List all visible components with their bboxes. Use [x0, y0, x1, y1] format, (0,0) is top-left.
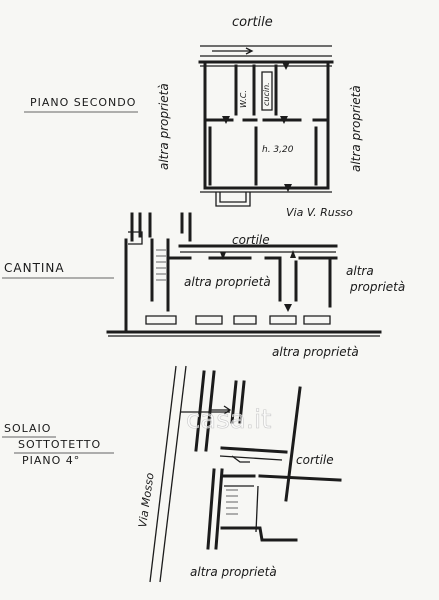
door-icon [284, 304, 292, 312]
watermark-logo: casa.it [186, 405, 271, 435]
street-russo-label: Via V. Russo [286, 206, 353, 219]
attic-wall-mid [222, 474, 342, 482]
height-label: h. 3,20 [262, 145, 294, 155]
attic-line [219, 455, 283, 461]
altra-left-label: altra proprietà [157, 83, 171, 170]
title-underline [2, 436, 114, 454]
door-icon [280, 116, 288, 124]
altra-cellar-right-label-2: proprietà [349, 280, 405, 294]
attic-wall [230, 380, 246, 424]
cellar-inner-wall [278, 256, 332, 308]
door-icon [282, 62, 290, 70]
cortile-attic-label: cortile [296, 453, 334, 467]
level-cellar-title: CANTINA [4, 261, 65, 275]
cellar-wall [128, 231, 143, 245]
level-attic-title-1: SOLAIO [4, 422, 51, 435]
door-icon [284, 184, 292, 192]
level-attic-title-2: SOTTOTETTO [18, 438, 101, 451]
level-second-floor-title: PIANO SECONDO [30, 96, 136, 109]
attic-line [231, 455, 250, 463]
street-line [159, 365, 187, 583]
street-line [149, 365, 177, 583]
arrow-icon [212, 47, 254, 55]
attic-wall-bottom [220, 526, 298, 542]
attic-wall [206, 468, 224, 550]
altra-cellar-bottom-label: altra proprietà [272, 345, 359, 359]
attic-wall [194, 370, 216, 452]
cortile-top-label: cortile [232, 15, 273, 30]
cellar-wall-left [124, 238, 154, 332]
door-icon [222, 116, 230, 124]
balcony [219, 192, 247, 203]
cellar-inner-wall [166, 238, 338, 312]
altra-cellar-right-label-1: altra [346, 264, 374, 278]
cellar-windows [145, 315, 331, 325]
kitchen-counter [261, 71, 273, 111]
level-attic-title-3: PIANO 4° [22, 454, 80, 467]
attic-line [255, 485, 259, 533]
stairs-icon [226, 489, 238, 515]
balcony [215, 192, 251, 207]
cortile-cellar-label: cortile [232, 233, 270, 247]
wall-rooms [208, 126, 318, 186]
street-mosso-label: Via Mosso [136, 472, 157, 529]
altra-right-label: altra proprietà [349, 85, 363, 172]
stairs-icon [156, 249, 166, 281]
wc-label: W.C. [239, 90, 248, 108]
cellar-wall-top [130, 212, 192, 242]
kitchen-label: cucin. [262, 82, 271, 106]
altra-attic-bottom-label: altra proprietà [190, 565, 277, 579]
altra-cellar-mid-label: altra proprietà [184, 275, 271, 289]
arrow-icon [210, 405, 232, 415]
attic-wall-top [220, 446, 288, 454]
attic-wall-right [284, 386, 302, 502]
